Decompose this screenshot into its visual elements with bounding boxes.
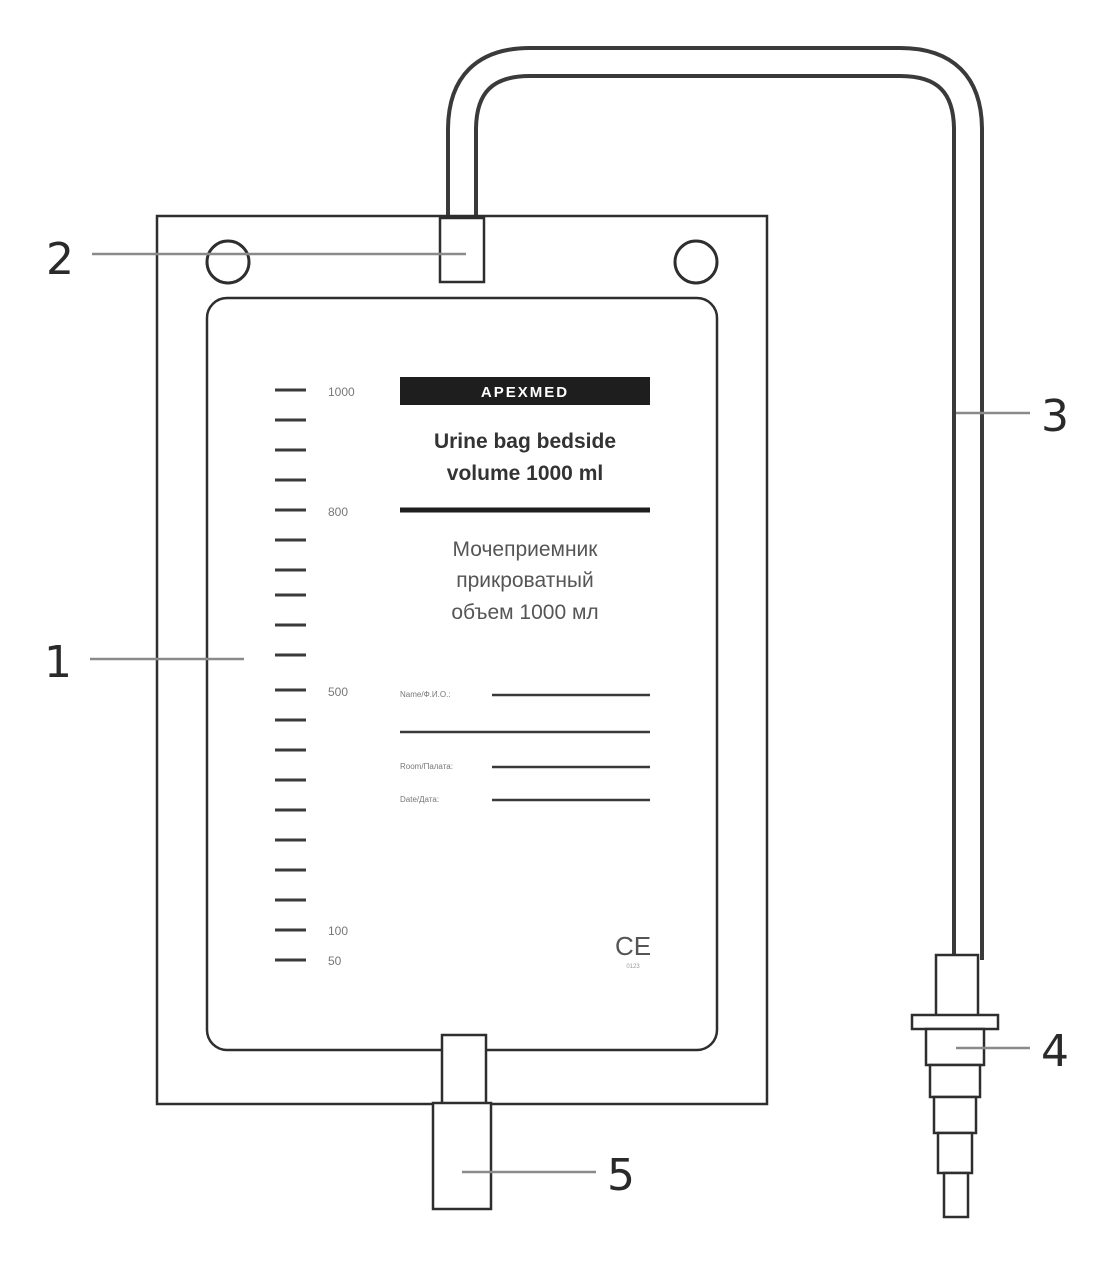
ce-mark: CE (615, 931, 651, 961)
callout-1: 1 (44, 637, 72, 688)
brand-name: APEXMED (481, 384, 569, 401)
tube-connector (910, 953, 1000, 1219)
callout-3: 3 (1041, 391, 1069, 442)
title-en-line-1: Urine bag bedside (434, 430, 616, 453)
callout-4: 4 (1041, 1026, 1069, 1077)
title-ru-line-2: прикроватный (456, 569, 594, 592)
title-ru-line-3: объем 1000 мл (451, 601, 598, 624)
hanging-hole-left (205, 239, 251, 285)
scale-label-100: 100 (328, 924, 348, 938)
title-en-line-2: volume 1000 ml (447, 462, 603, 485)
ce-notified-body: 0123 (626, 964, 640, 970)
callout-2: 2 (46, 234, 74, 285)
callout-leaders (90, 252, 1030, 1174)
scale-label-500: 500 (328, 685, 348, 699)
graduation-scale (275, 388, 306, 962)
field-label-date: Date/Дата: (400, 795, 439, 804)
field-label-room: Room/Палата: (400, 762, 453, 771)
scale-label-50: 50 (328, 954, 342, 968)
outlet-valve (431, 1033, 493, 1211)
scale-label-1000: 1000 (328, 385, 355, 399)
hanging-hole-right (673, 239, 719, 285)
inlet-connector (438, 216, 486, 284)
scale-label-800: 800 (328, 505, 348, 519)
title-ru-line-1: Мочеприемник (453, 538, 599, 561)
callout-5: 5 (607, 1150, 635, 1201)
brand-bar (400, 377, 650, 405)
field-label-name: Name/Ф.И.О.: (400, 690, 451, 699)
drainage-tube (446, 46, 984, 960)
